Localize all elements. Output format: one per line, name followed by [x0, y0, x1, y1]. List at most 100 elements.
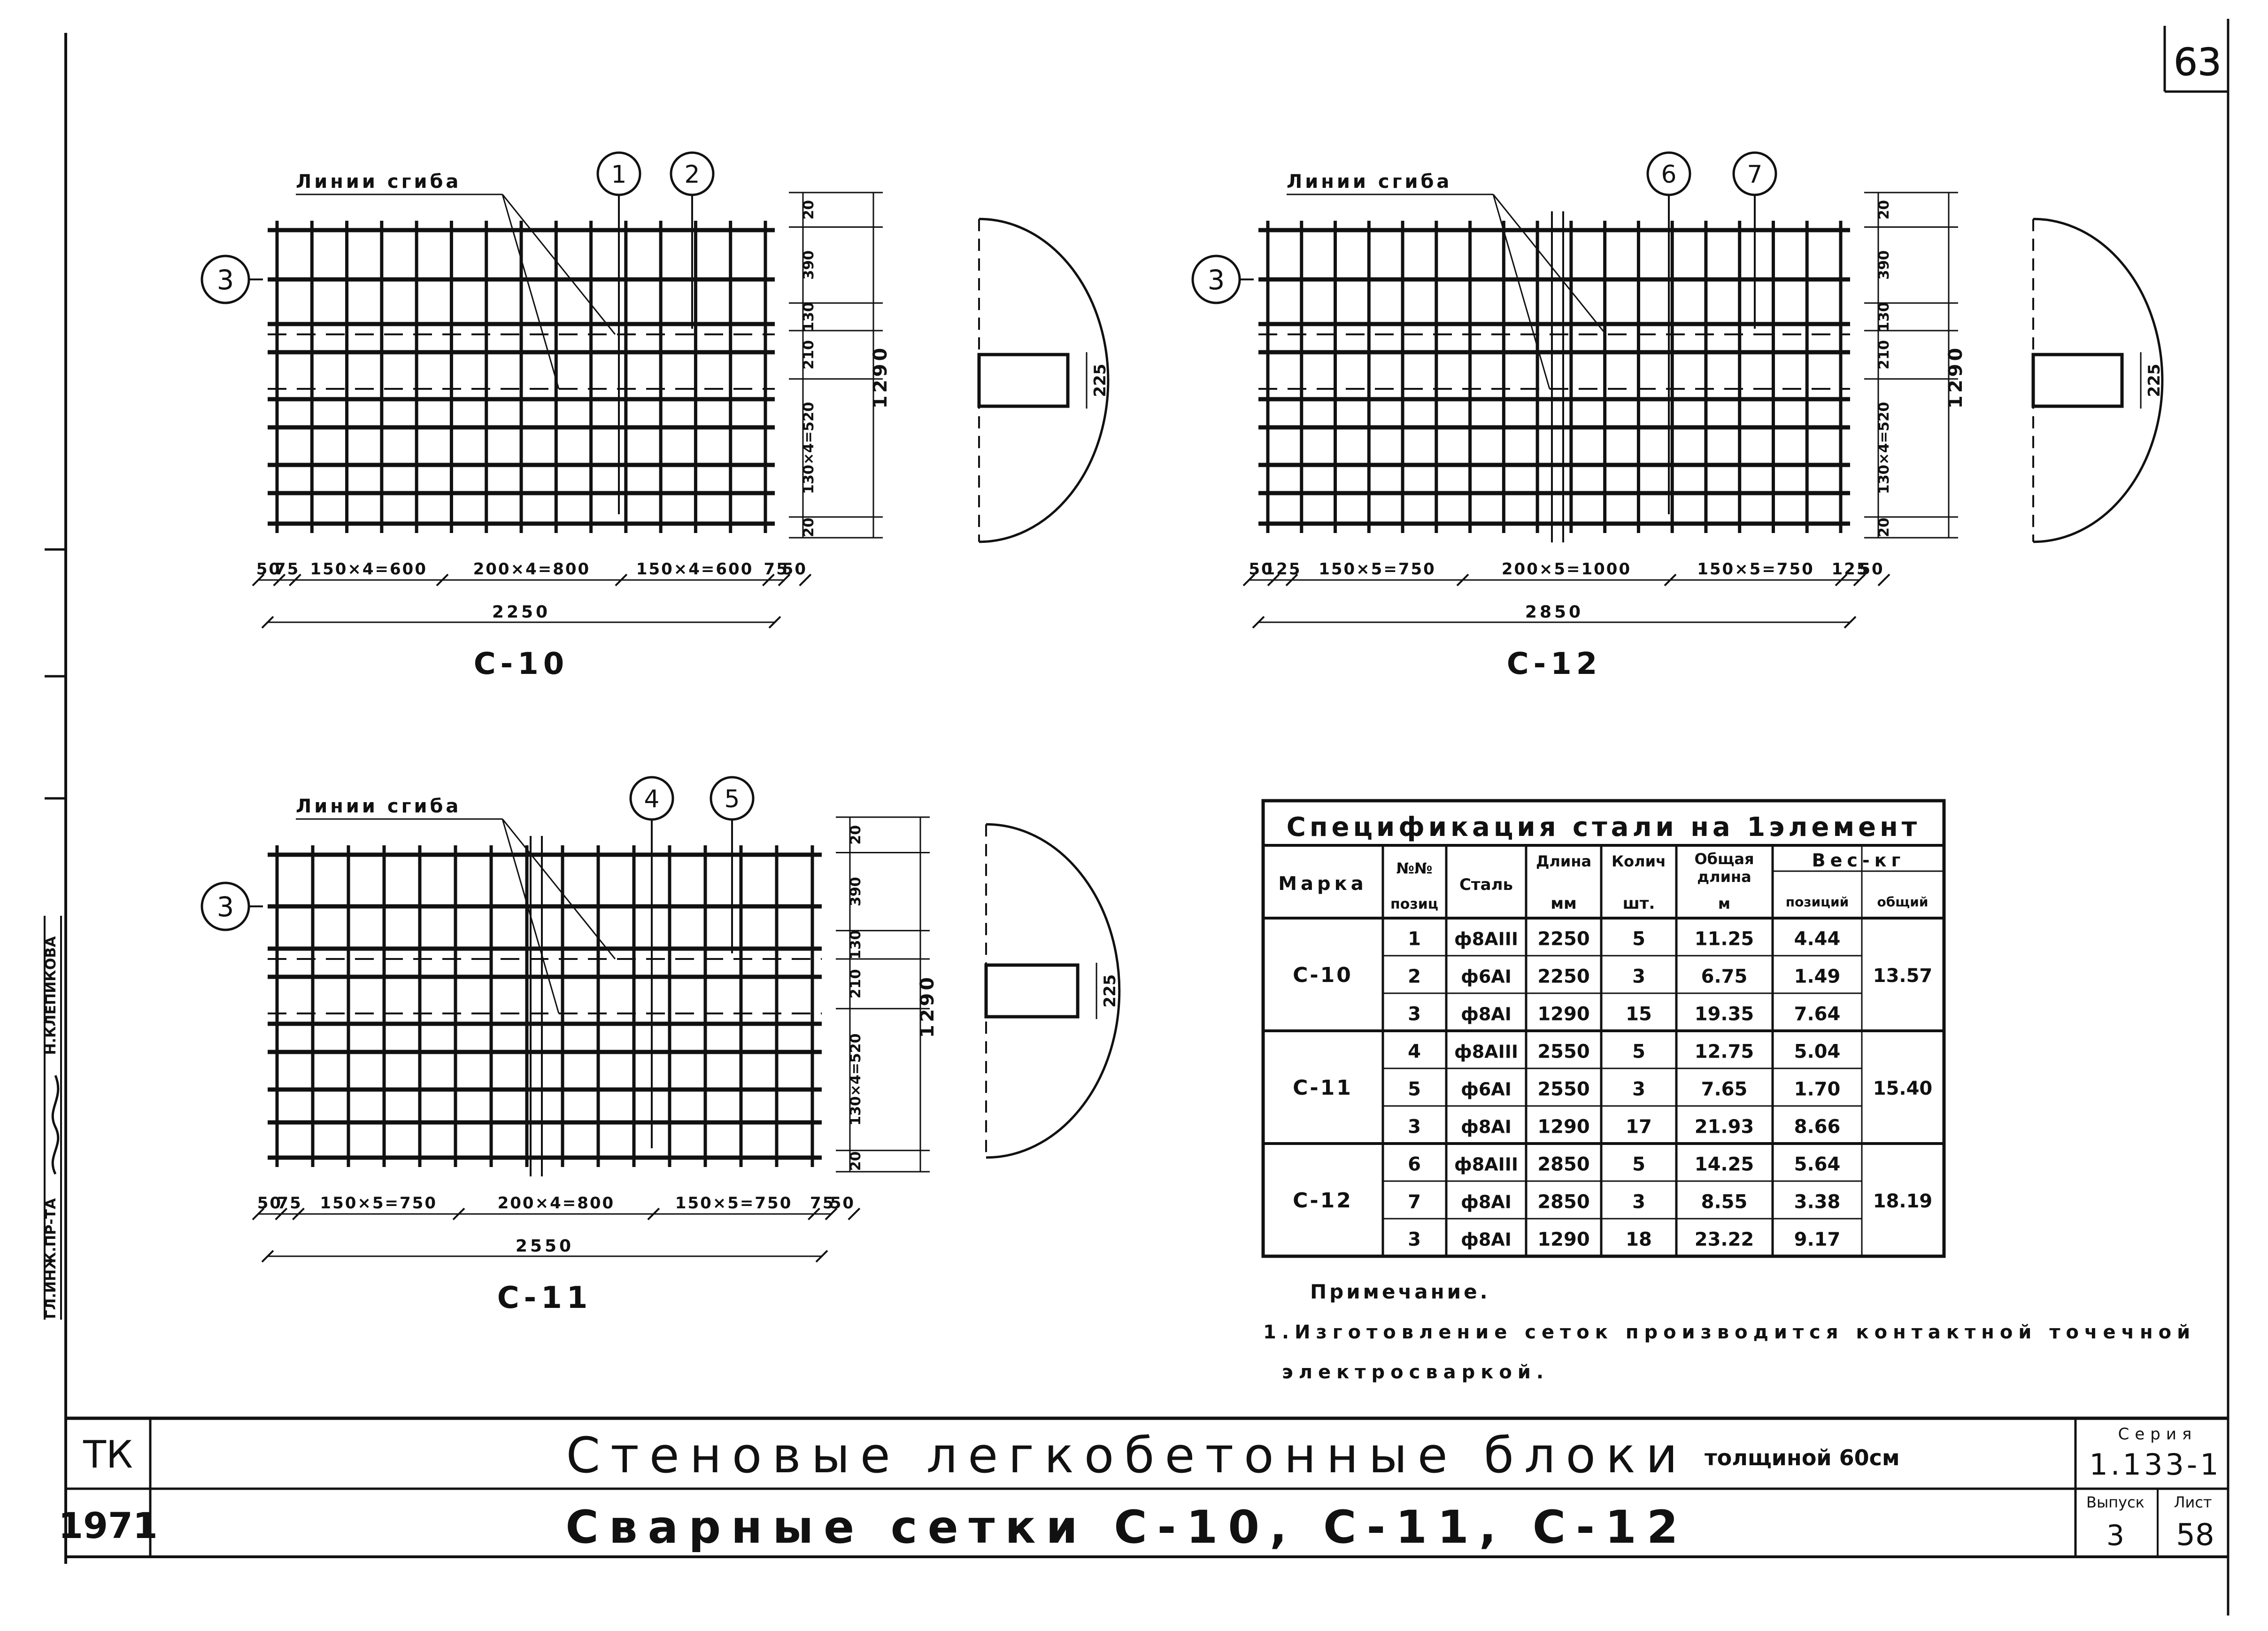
pos-callout-label: 1	[611, 161, 627, 189]
spec-pos: 4	[1408, 1041, 1421, 1063]
dim-tick	[1853, 573, 1866, 587]
total-dim: 2550	[516, 1237, 574, 1256]
bend-leader	[501, 819, 560, 1014]
spec-h-pos2: позиц	[1390, 896, 1438, 912]
spec-w: 5.04	[1794, 1041, 1841, 1063]
spec-title: Спецификация стали на 1элемент	[1287, 812, 1921, 843]
spec-len: 2850	[1537, 1154, 1589, 1175]
spec-len: 2550	[1537, 1079, 1589, 1100]
spec-qty: 17	[1626, 1116, 1652, 1138]
spec-pos: 6	[1408, 1154, 1421, 1175]
mesh-name: С-10	[474, 647, 569, 681]
v-dim-0: 20	[801, 200, 817, 220]
spec-tl: 21.93	[1695, 1116, 1754, 1138]
v-dim-2: 130	[801, 302, 817, 332]
spec-border	[1261, 799, 1946, 1258]
tb-issue-label: Выпуск	[2086, 1493, 2145, 1511]
bend-lines-label: Линии сгиба	[1287, 171, 1452, 193]
dim-tick	[452, 1207, 465, 1221]
v-dim-2: 130	[1876, 302, 1892, 332]
spec-qty: 3	[1632, 966, 1645, 988]
section-bracket	[984, 963, 1080, 1019]
spec-tl: 8.55	[1701, 1191, 1748, 1213]
spec-group-total: 15.40	[1873, 1078, 1933, 1099]
spec-pos: 3	[1408, 1004, 1421, 1025]
tb-title1: Стеновые легкобетонные блоки	[566, 1427, 1688, 1484]
sheet-frame: 63	[45, 19, 2229, 1616]
dim-tick	[1664, 573, 1677, 587]
spec-steel: ф8АI	[1461, 1004, 1512, 1025]
spec-steel: ф8АIII	[1454, 1154, 1518, 1175]
v-dim-1: 390	[801, 250, 817, 280]
h-dim-5: 75	[764, 560, 789, 579]
pos-callout-label: 3	[1208, 264, 1225, 296]
spec-len: 2250	[1537, 966, 1589, 988]
dim-tick	[815, 1250, 828, 1263]
v-dim-0: 20	[1876, 200, 1892, 220]
dim-tick	[825, 1207, 838, 1221]
tb-issue: 3	[2106, 1519, 2124, 1552]
spec-qty: 18	[1626, 1229, 1652, 1251]
dim-tick	[1267, 573, 1280, 587]
h-dim-2: 150×4=600	[310, 560, 427, 579]
tb-series: 1.133-1	[2089, 1447, 2221, 1482]
pos-callout-label: 7	[1747, 161, 1763, 189]
tb-org: ТК	[83, 1433, 133, 1476]
bend-leader	[501, 194, 560, 389]
spec-pos: 5	[1408, 1079, 1421, 1100]
spec-len: 2550	[1537, 1041, 1589, 1063]
spec-len: 2850	[1537, 1191, 1589, 1213]
spec-qty: 5	[1632, 1041, 1645, 1063]
pos-callout-label: 3	[217, 264, 234, 296]
dim-tick	[768, 616, 781, 629]
mesh-name: С-11	[497, 1281, 593, 1315]
spec-w: 4.44	[1794, 928, 1841, 950]
bend-leader	[1492, 194, 1607, 335]
spec-w: 1.70	[1794, 1079, 1841, 1100]
v-dim-3: 210	[1876, 340, 1892, 370]
dim-tick	[848, 1207, 861, 1221]
spec-w: 3.38	[1794, 1191, 1841, 1213]
v-dim-3: 210	[848, 969, 864, 999]
h-dim-6: 50	[830, 1194, 855, 1213]
dim-tick	[762, 573, 775, 587]
spec-w: 8.66	[1794, 1116, 1841, 1138]
h-dim-1: 75	[275, 560, 300, 579]
h-dim-1: 75	[277, 1194, 302, 1213]
spec-h-wpos: позиций	[1786, 894, 1849, 910]
bend-leader	[501, 194, 616, 335]
spec-qty: 5	[1632, 928, 1645, 950]
h-dim-6: 50	[1859, 560, 1884, 579]
v-dim-1: 390	[848, 877, 864, 906]
spec-qty: 15	[1626, 1004, 1652, 1025]
pos-callout-label: 6	[1661, 161, 1677, 189]
spec-h-wtot: общий	[1877, 894, 1929, 910]
spec-steel: ф6АI	[1461, 1079, 1512, 1100]
h-dim-2: 150×5=750	[320, 1194, 437, 1213]
note-line-2: электросваркой.	[1282, 1361, 1549, 1383]
spec-h-tl3: м	[1718, 895, 1730, 912]
height-dim: 1290	[1945, 345, 1967, 409]
hook-dim: 225	[1101, 974, 1119, 1008]
spec-steel: ф8АIII	[1454, 929, 1518, 950]
v-dim-5: 20	[1876, 518, 1892, 537]
dim-tick	[1252, 616, 1265, 629]
dim-tick	[1844, 616, 1857, 629]
note-title: Примечание.	[1310, 1280, 1490, 1303]
dim-tick	[252, 1207, 265, 1221]
dim-tick	[778, 573, 791, 587]
section-bracket	[977, 353, 1070, 408]
spec-group-mark: С-12	[1293, 1189, 1353, 1213]
section-arc	[986, 823, 1121, 1159]
dim-tick	[292, 1207, 305, 1221]
spec-w: 7.64	[1794, 1004, 1841, 1025]
dim-tick	[647, 1207, 660, 1221]
spec-h-steel: Сталь	[1459, 875, 1513, 894]
bend-lines-label: Линии сгиба	[296, 796, 461, 817]
dim-tick	[1877, 573, 1890, 587]
dim-tick	[436, 573, 449, 587]
bend-lines-label: Линии сгиба	[296, 171, 461, 193]
total-dim: 2850	[1525, 603, 1583, 622]
